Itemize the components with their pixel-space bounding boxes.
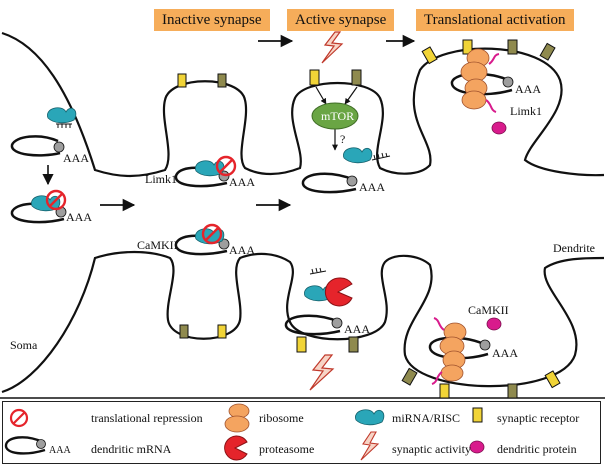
label-polya: AAA bbox=[66, 210, 92, 224]
ribosome-icon bbox=[439, 322, 467, 382]
label-camkii: CaMKII bbox=[468, 303, 509, 317]
synaptic-activity-icon bbox=[360, 431, 380, 461]
legend-mrna: dendritic mRNA bbox=[91, 442, 172, 456]
label-polya: AAA bbox=[229, 175, 255, 189]
repression-icon bbox=[201, 223, 223, 245]
dendritic-mrna-icon bbox=[4, 436, 46, 455]
synaptic-receptor-icon bbox=[179, 324, 227, 339]
label-soma: Soma bbox=[10, 338, 38, 352]
legend-mrna-tail: AAA bbox=[49, 445, 71, 456]
label-polya: AAA bbox=[359, 180, 385, 194]
dendrite-membrane-bottom bbox=[1, 250, 605, 394]
legend-repression: translational repression bbox=[91, 411, 203, 425]
label-dendrite: Dendrite bbox=[553, 241, 595, 255]
label-camkii: CaMKII bbox=[137, 238, 178, 252]
dendritic-mrna-icon bbox=[10, 135, 65, 157]
mirna-risc-icon bbox=[355, 409, 385, 426]
neuron-diagram bbox=[0, 31, 605, 399]
mirna-risc-icon bbox=[47, 107, 77, 124]
synaptic-receptor-icon bbox=[177, 73, 227, 88]
label-mtor: mTOR bbox=[321, 109, 355, 123]
legend-protein: dendritic protein bbox=[497, 442, 577, 456]
dendritic-mrna-icon bbox=[284, 314, 343, 336]
header-translational-activation: Translational activation bbox=[416, 9, 574, 31]
legend-receptor: synaptic receptor bbox=[497, 411, 580, 425]
legend-mirna: miRNA/RISC bbox=[392, 411, 461, 425]
synaptic-receptor-icon bbox=[401, 367, 561, 399]
proteasome-icon bbox=[324, 277, 353, 307]
synaptic-activity-icon bbox=[309, 354, 335, 391]
dendritic-protein-icon bbox=[486, 317, 502, 331]
label-limk1: Limk1 bbox=[145, 172, 177, 186]
synaptic-receptor-icon bbox=[421, 39, 556, 65]
synaptic-receptor-icon bbox=[309, 69, 362, 86]
ribosome-icon bbox=[224, 403, 250, 433]
proteasome-icon bbox=[224, 435, 248, 461]
ribosome-icon bbox=[460, 48, 490, 110]
legend: translational repression AAA dendritic m… bbox=[2, 401, 601, 464]
dendritic-mrna-icon bbox=[450, 72, 514, 96]
dendrite-membrane-top bbox=[1, 31, 605, 178]
dendritic-protein-icon bbox=[491, 121, 507, 135]
label-polya: AAA bbox=[515, 82, 541, 96]
mtor-node bbox=[311, 102, 359, 130]
mirna-risc-icon bbox=[343, 147, 373, 164]
repression-icon bbox=[9, 408, 29, 428]
legend-activity: synaptic activity bbox=[392, 442, 471, 456]
legend-icons bbox=[4, 403, 485, 461]
label-polya: AAA bbox=[63, 151, 89, 165]
header-inactive-synapse: Inactive synapse bbox=[154, 9, 270, 31]
label-polya: AAA bbox=[344, 322, 370, 336]
label-question: ? bbox=[340, 132, 346, 146]
dendritic-protein-icon bbox=[469, 440, 485, 454]
synaptic-activity-icon bbox=[321, 31, 344, 64]
synaptic-receptor-icon bbox=[472, 407, 483, 423]
repression-icon bbox=[45, 189, 67, 211]
repression-icon bbox=[215, 155, 237, 177]
label-polya: AAA bbox=[492, 346, 518, 360]
label-limk1: Limk1 bbox=[510, 104, 542, 118]
dendritic-mrna-icon bbox=[301, 172, 358, 194]
legend-ribosome: ribosome bbox=[259, 411, 304, 425]
header-active-synapse: Active synapse bbox=[287, 9, 395, 31]
synaptic-receptor-icon bbox=[296, 336, 359, 353]
label-polya: AAA bbox=[229, 243, 255, 257]
legend-proteasome: proteasome bbox=[259, 442, 315, 456]
